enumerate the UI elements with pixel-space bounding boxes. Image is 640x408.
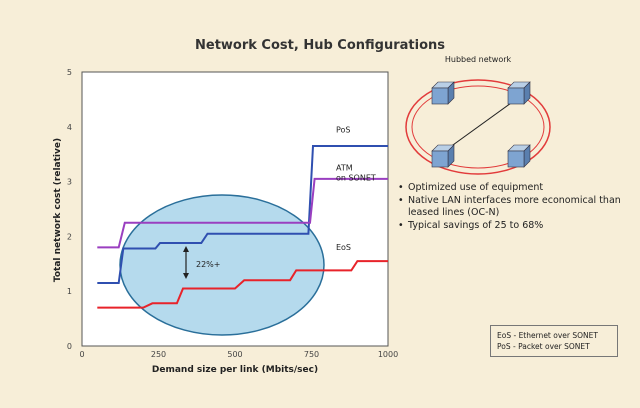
hub-link	[445, 97, 519, 151]
tick-group: 0 250 500 750 1000 0 1 2 3 4 5	[67, 68, 398, 359]
legend-entry: PoS - Packet over SONET	[497, 342, 590, 351]
series-label-eos: EoS	[336, 243, 351, 252]
x-axis-title: Demand size per link (Mbits/sec)	[152, 365, 318, 375]
benefit-item: Optimized use of equipment	[398, 182, 628, 194]
y-axis-title: Total network cost (relative)	[53, 138, 63, 282]
cube-icon	[507, 144, 531, 168]
y-tick-label: 0	[67, 342, 72, 351]
series-label-atm-2: on SONET	[336, 174, 376, 183]
cube-icon	[431, 144, 455, 168]
legend-entry: EoS - Ethernet over SONET	[497, 331, 598, 340]
savings-annotation: 22%+	[183, 246, 220, 279]
y-tick-label: 2	[67, 232, 72, 241]
hubbed-network-diagram: Hubbed network	[405, 55, 551, 175]
savings-ellipse	[119, 194, 325, 336]
series-line-1	[97, 177, 388, 249]
series-label-atm: ATM	[336, 164, 353, 173]
benefit-item: Typical savings of 25 to 68%	[398, 220, 628, 232]
abbreviation-legend: EoS - Ethernet over SONET PoS - Packet o…	[490, 325, 618, 357]
y-tick-label: 1	[67, 287, 72, 296]
cube-icon	[507, 81, 531, 105]
y-tick-label: 5	[67, 68, 72, 77]
series-group	[97, 145, 388, 309]
network-label: Hubbed network	[445, 55, 512, 64]
ring-inner	[411, 85, 545, 169]
x-tick-label: 0	[79, 350, 84, 359]
series-line-2	[97, 260, 388, 309]
x-tick-label: 500	[227, 350, 242, 359]
ring-outer	[405, 79, 551, 175]
y-tick-label: 3	[67, 178, 72, 187]
series-label-pos: PoS	[336, 125, 351, 134]
y-tick-label: 4	[67, 123, 72, 132]
series-line-0	[97, 145, 388, 284]
x-tick-label: 1000	[378, 350, 398, 359]
x-tick-label: 750	[304, 350, 319, 359]
benefits-list: Optimized use of equipment Native LAN in…	[398, 182, 628, 233]
x-tick-label: 250	[151, 350, 166, 359]
benefit-item: Native LAN interfaces more economical th…	[398, 195, 628, 219]
chart-title: Network Cost, Hub Configurations	[195, 38, 445, 53]
annotation-text: 22%+	[196, 260, 220, 269]
cube-icon	[431, 81, 455, 105]
